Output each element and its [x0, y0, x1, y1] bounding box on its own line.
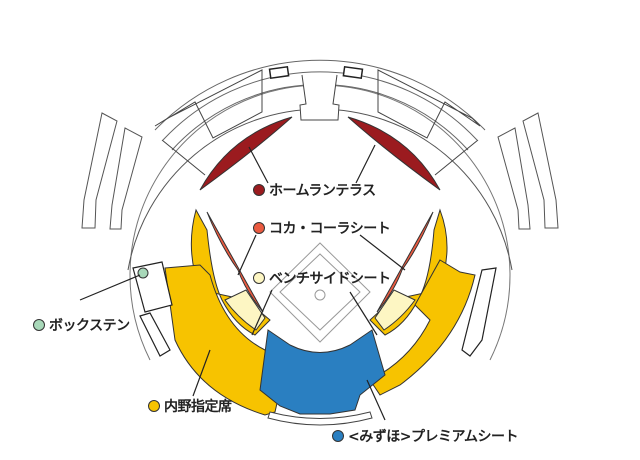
legend-label: ベンチサイドシート [269, 271, 391, 287]
box-stand-color-swatch [33, 319, 45, 331]
home-run-terrace-color-swatch [253, 184, 265, 196]
legend-bench-side-seat: ベンチサイドシート [253, 268, 391, 288]
legend-box-stand: ボックステン [33, 315, 130, 335]
legend-mizuho-premium: <みずほ>プレミアムシート [332, 426, 518, 446]
bench-side-seat-color-swatch [253, 272, 265, 284]
legend-label: 内野指定席 [164, 399, 232, 415]
coca-cola-seat-color-swatch [253, 222, 265, 234]
legend-label: ボックステン [49, 318, 130, 334]
legend-coca-cola-seat: コカ・コーラシート [253, 218, 391, 238]
legend-label: ホームランテラス [269, 183, 376, 199]
infield-reserved-color-swatch [148, 400, 160, 412]
legend-label: <みずほ>プレミアムシート [348, 429, 518, 445]
legend-home-run-terrace: ホームランテラス [253, 180, 376, 200]
mizuho-premium-color-swatch [332, 430, 344, 442]
legend-label: コカ・コーラシート [269, 221, 391, 237]
legend-infield-reserved: 内野指定席 [148, 396, 232, 416]
